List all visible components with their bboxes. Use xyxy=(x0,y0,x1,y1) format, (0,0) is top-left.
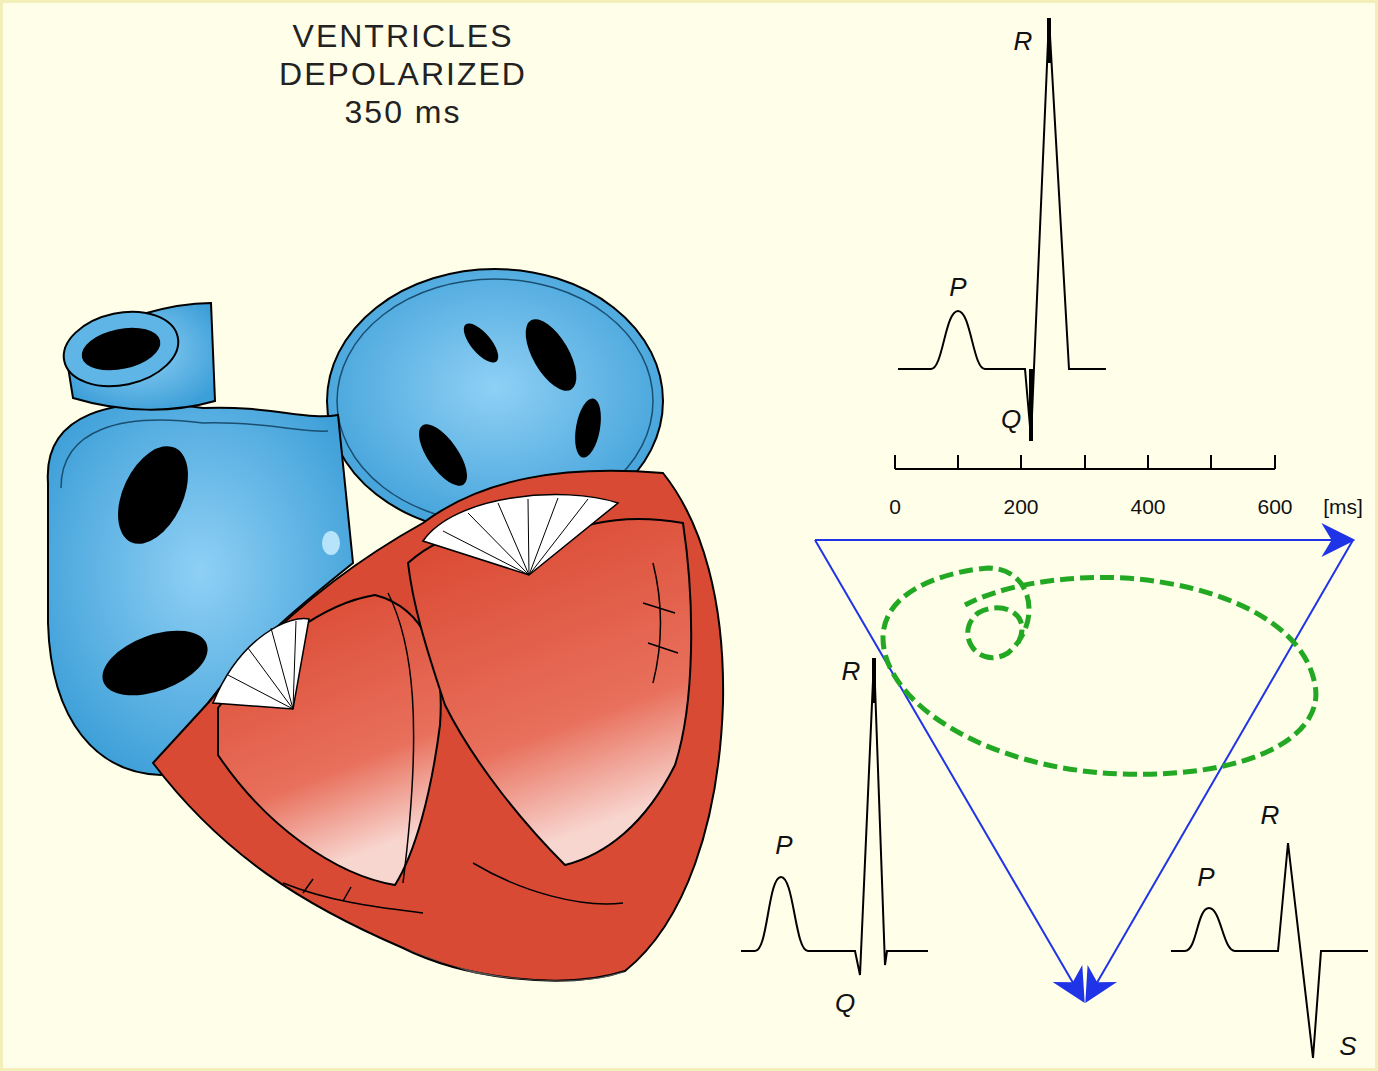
heart-illustration xyxy=(3,3,1378,1071)
valves xyxy=(213,495,618,709)
axis-tick-label: 0 xyxy=(889,496,901,517)
vena-cava xyxy=(57,302,215,410)
ecg-trace xyxy=(1171,843,1368,1058)
wave-label: S xyxy=(1339,1033,1356,1059)
heading: VENTRICLES DEPOLARIZED 350 ms xyxy=(248,17,558,131)
wave-label: Q xyxy=(1001,406,1021,432)
wave-label: R xyxy=(1261,802,1280,828)
ecg-trace xyxy=(1047,18,1051,63)
axis-tick-label: 400 xyxy=(1130,496,1165,517)
axis-tick-label: [ms] xyxy=(1323,496,1363,517)
vector-loop xyxy=(883,568,1316,774)
wave-label: P xyxy=(949,274,966,300)
time-axis xyxy=(895,455,1275,469)
ventricles xyxy=(153,471,723,981)
wave-label: P xyxy=(1197,864,1214,890)
wave-label: R xyxy=(842,658,861,684)
axis-tick-label: 200 xyxy=(1003,496,1038,517)
ecg-trace xyxy=(741,658,928,975)
wave-label: P xyxy=(775,832,792,858)
wave-label: R xyxy=(1014,28,1033,54)
wave-label: Q xyxy=(835,990,855,1016)
axis-tick-label: 600 xyxy=(1257,496,1292,517)
ecg-trace xyxy=(1029,369,1033,441)
einthoven-triangle xyxy=(815,540,1353,1000)
ecg-trace xyxy=(898,18,1106,438)
ecg-trace xyxy=(872,658,876,703)
